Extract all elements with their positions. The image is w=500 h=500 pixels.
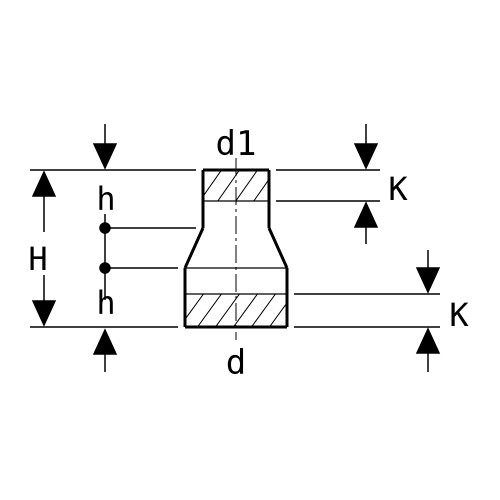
label-h-upper: h <box>96 180 115 218</box>
label-h-total: H <box>28 240 47 278</box>
arrow-top-left <box>92 124 118 170</box>
h-dimension-chain <box>99 214 111 300</box>
reducer-body <box>183 168 289 329</box>
k-lower-dimension <box>415 250 441 372</box>
label-h-lower: h <box>96 284 115 322</box>
k-upper-dimension <box>353 124 379 244</box>
label-k-lower: K <box>449 296 469 334</box>
label-k-upper: K <box>388 170 408 208</box>
hatch-top <box>204 171 268 201</box>
hatch-bottom <box>186 294 286 326</box>
h-total-dimension <box>31 170 57 327</box>
h-point-upper <box>99 222 111 234</box>
arrow-bottom-left <box>92 328 118 372</box>
label-d1: d1 <box>216 124 257 164</box>
h-point-lower <box>99 262 111 274</box>
extension-lines <box>30 169 440 328</box>
label-d: d <box>226 343 246 383</box>
